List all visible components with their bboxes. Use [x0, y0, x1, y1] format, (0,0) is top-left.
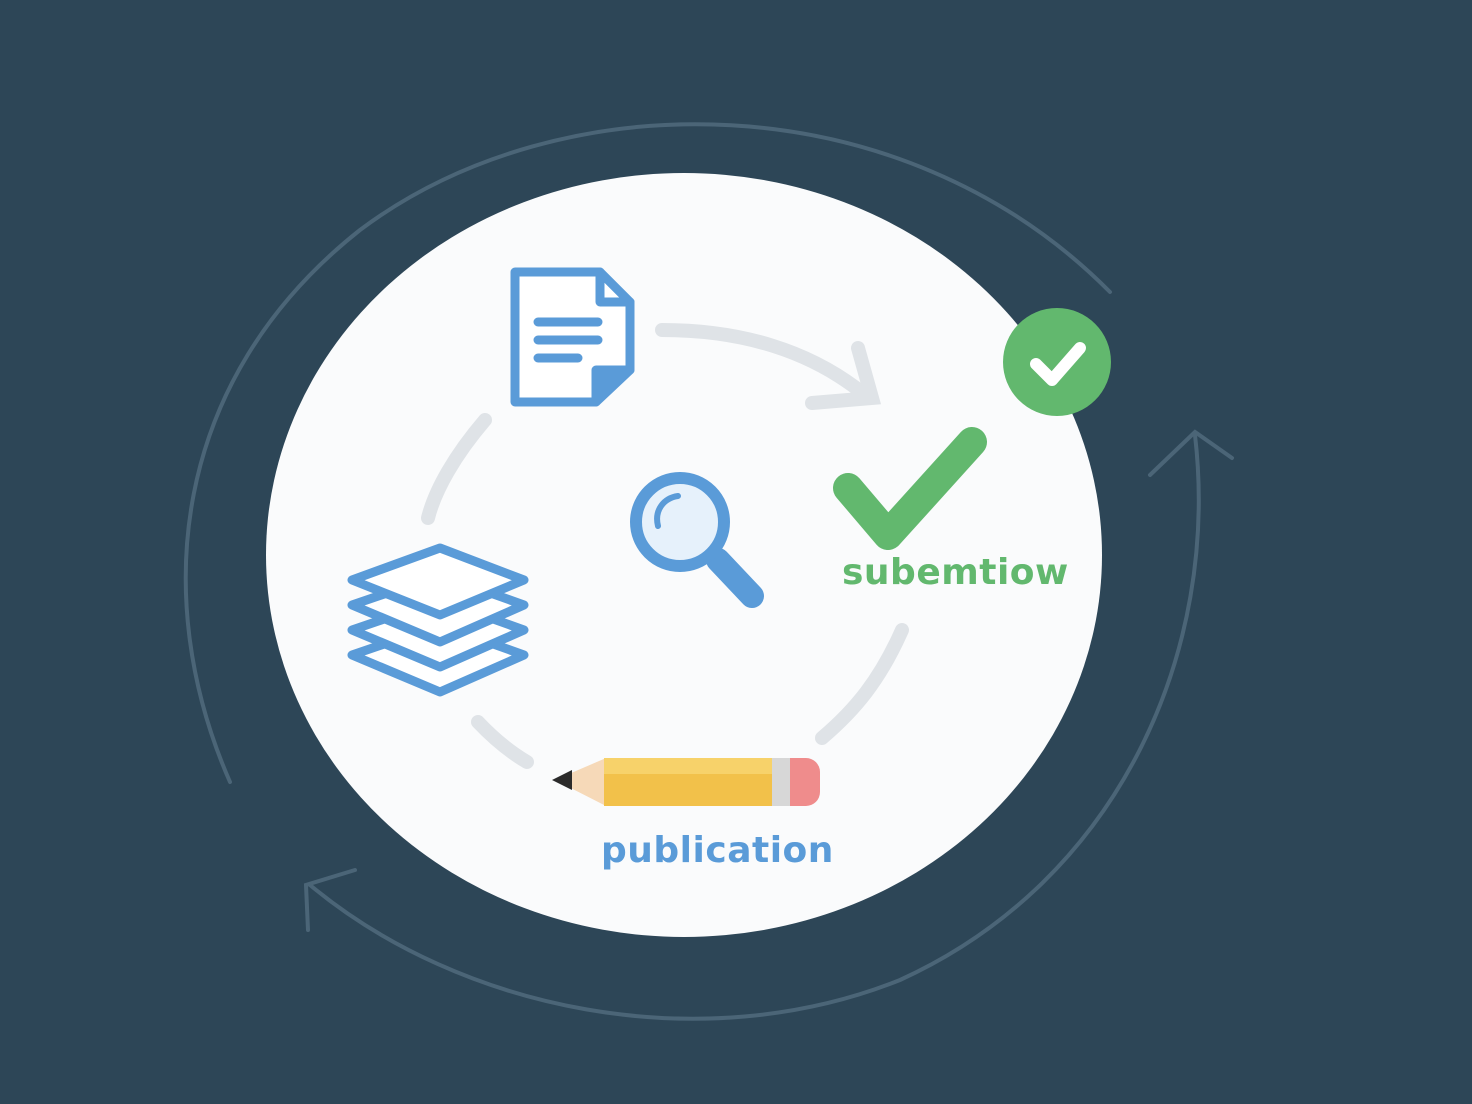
stack-icon — [347, 543, 529, 697]
magnifier-icon — [630, 472, 764, 608]
checkmark-icon — [833, 427, 987, 550]
document-icon — [510, 267, 635, 407]
check-badge-icon — [1003, 308, 1111, 416]
publication-label: publication — [601, 830, 834, 871]
pencil-icon — [552, 758, 820, 806]
submission-label: subemtiow — [842, 552, 1069, 593]
outer-cycle-arrows — [183, 122, 1234, 1021]
inner-connectors — [421, 323, 909, 769]
